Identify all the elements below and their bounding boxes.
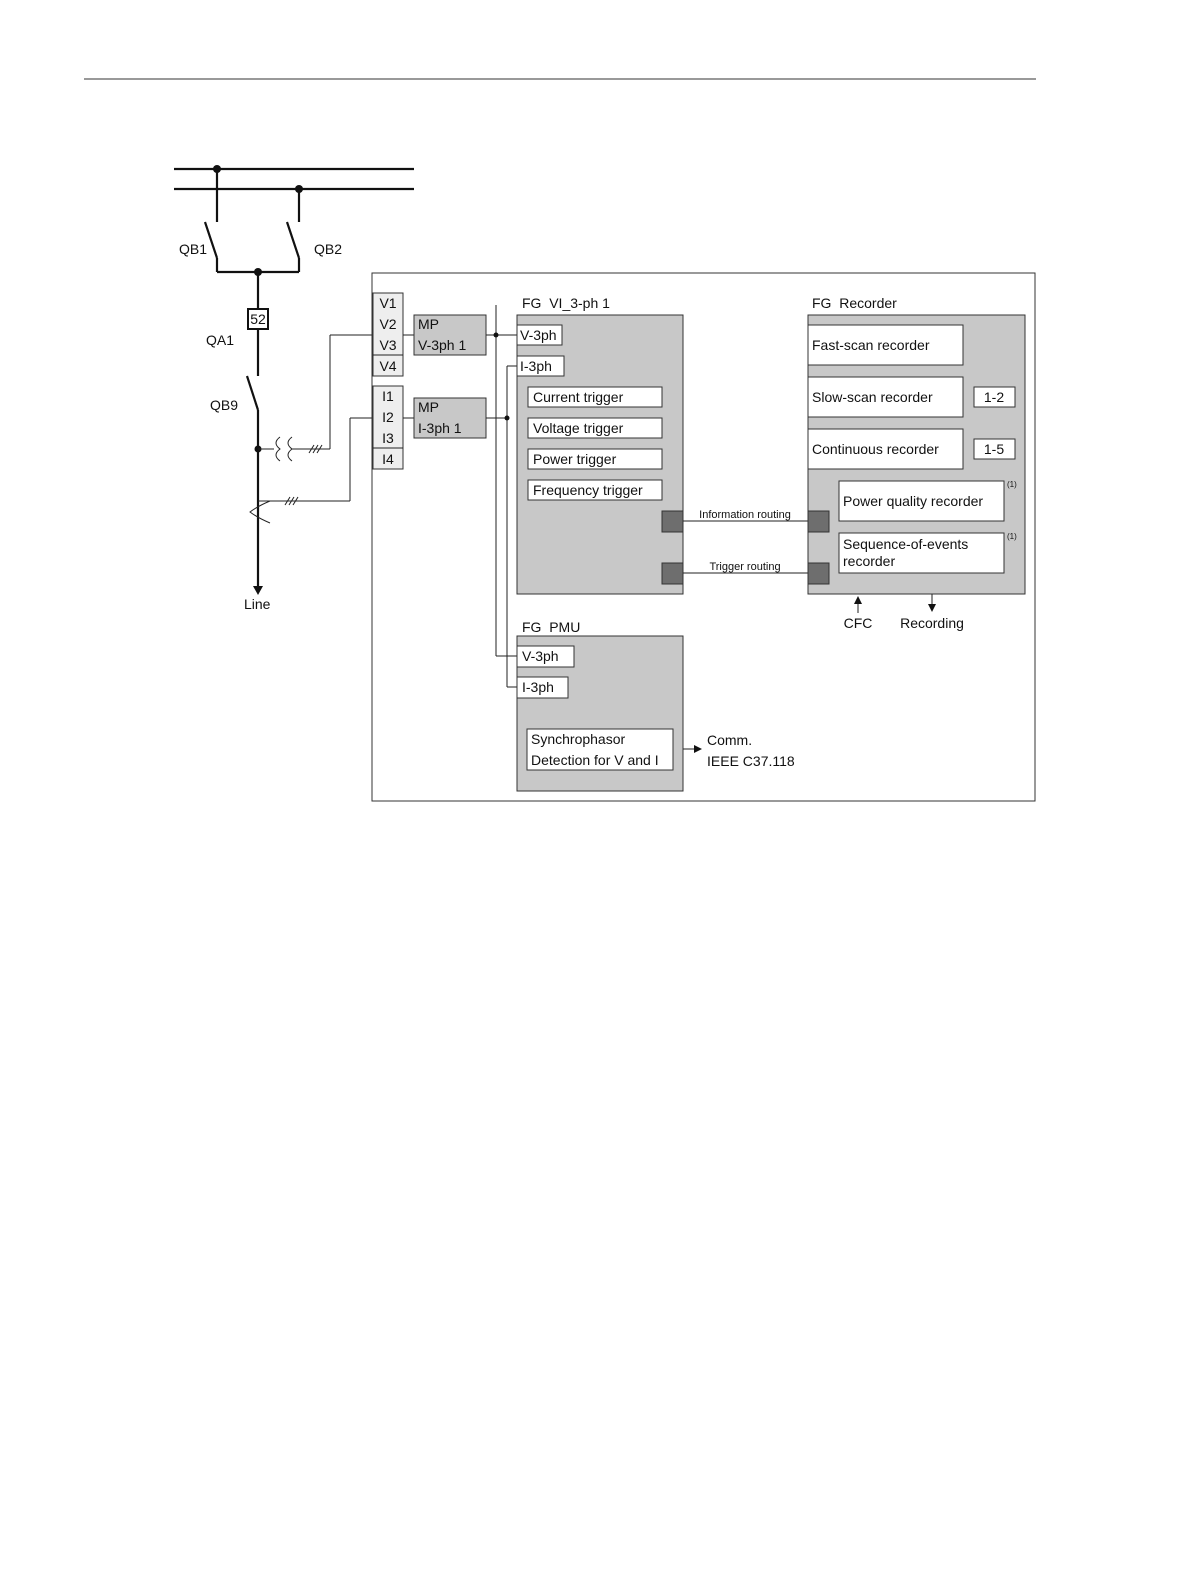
vt-primary-winding xyxy=(275,436,281,462)
pmu-i-input: I-3ph xyxy=(522,679,554,695)
qb1-switch-blade xyxy=(203,221,219,259)
qb9-switch-blade xyxy=(245,375,260,411)
information-routing-label: Information routing xyxy=(699,509,791,521)
vt-wire-hatch-2 xyxy=(312,444,319,454)
qb9-label: QB9 xyxy=(210,397,238,413)
fast-scan-recorder: Fast-scan recorder xyxy=(812,337,930,353)
fast-scan-box xyxy=(807,324,964,366)
frequency-trigger: Frequency trigger xyxy=(533,482,643,498)
fg-pmu-title: FG PMU xyxy=(522,619,580,635)
slow-scan-count: 1-2 xyxy=(984,389,1004,405)
continuous-recorder: Continuous recorder xyxy=(812,441,939,457)
voltage-trigger: Voltage trigger xyxy=(533,420,624,436)
terminal-i3: I3 xyxy=(382,430,394,446)
recorder-trigger-port xyxy=(807,562,830,585)
mp-voltage-box xyxy=(413,314,487,356)
fg-vi-information-port xyxy=(661,510,684,533)
power-quality-box xyxy=(838,480,1005,522)
mp-current-box xyxy=(413,397,487,439)
mp-current: MP I-3ph 1 xyxy=(413,397,487,439)
power-quality-recorder: Power quality recorder xyxy=(843,493,983,509)
breaker-number-label: 52 xyxy=(250,311,266,327)
terminal-i4: I4 xyxy=(382,451,394,467)
frequency-trigger-box xyxy=(527,479,663,501)
comm-line1: Comm. xyxy=(707,732,752,748)
qb2-switch-blade xyxy=(285,221,301,259)
fg-recorder-title: FG Recorder xyxy=(812,295,897,311)
current-terminal-block xyxy=(372,385,404,470)
pmu-i-input-box xyxy=(516,676,569,699)
fg-vi-v-input-box xyxy=(516,324,563,346)
fg-recorder: FG Recorder Fast-scan recorder Slow-scan… xyxy=(807,295,1026,631)
ct-wire-hatch-2 xyxy=(288,496,295,506)
function-group-wiring xyxy=(486,305,517,688)
soe-line2: recorder xyxy=(843,553,895,569)
terminal-v2: V2 xyxy=(379,316,396,332)
fg-pmu: FG PMU V-3ph I-3ph Synchrophasor Detecti… xyxy=(516,619,795,792)
voltage-terminal-block xyxy=(372,292,404,377)
fg-vi-title: FG VI_3-ph 1 xyxy=(522,295,610,311)
terminal-v1: V1 xyxy=(379,295,396,311)
mp-voltage: MP V-3ph 1 xyxy=(413,314,487,356)
soe-footnote: (1) xyxy=(1007,532,1017,541)
trigger-routing-label: Trigger routing xyxy=(709,561,780,573)
fg-vi-i-input-box xyxy=(516,355,565,377)
line-label: Line xyxy=(244,596,271,612)
recorder-information-port xyxy=(807,510,830,533)
slow-scan-box xyxy=(807,376,964,418)
ct-winding xyxy=(249,500,271,524)
voltage-junction xyxy=(493,332,499,338)
single-line-diagram: QB1 QB2 52 QA1 QB9 Line xyxy=(174,165,414,612)
mp-voltage-line1: MP xyxy=(418,316,439,332)
fg-vi-trigger-port xyxy=(661,562,684,585)
synchrophasor-line2: Detection for V and I xyxy=(531,752,659,768)
comm-line2: IEEE C37.118 xyxy=(707,753,795,769)
synchrophasor-box xyxy=(526,728,674,771)
recording-label: Recording xyxy=(900,615,964,631)
terminal-v3: V3 xyxy=(379,337,396,353)
cfc-label: CFC xyxy=(844,615,873,631)
power-quality-footnote: (1) xyxy=(1007,480,1017,489)
vt-secondary-winding xyxy=(287,436,293,462)
terminal-i2: I2 xyxy=(382,409,394,425)
qa1-label: QA1 xyxy=(206,332,234,348)
pmu-v-input-box xyxy=(516,645,575,668)
vt-wire-hatch-3 xyxy=(316,444,323,454)
mp-current-line2: I-3ph 1 xyxy=(418,420,462,436)
slow-scan-count-box xyxy=(973,386,1016,408)
current-trigger-box xyxy=(527,386,663,408)
qb1-label: QB1 xyxy=(179,241,207,257)
synchrophasor-line1: Synchrophasor xyxy=(531,731,626,747)
vt-wire-hatch-1 xyxy=(308,444,315,454)
fg-vi-3ph: FG VI_3-ph 1 V-3ph I-3ph Current trigger… xyxy=(516,295,684,595)
qb2-label: QB2 xyxy=(314,241,342,257)
ct-wire-hatch-1 xyxy=(284,496,291,506)
line-arrow-icon xyxy=(253,586,263,595)
current-trigger: Current trigger xyxy=(533,389,624,405)
fg-vi-v-input: V-3ph xyxy=(520,327,557,343)
current-junction xyxy=(504,415,510,421)
soe-line1: Sequence-of-events xyxy=(843,536,968,552)
power-trigger: Power trigger xyxy=(533,451,617,467)
slow-scan-recorder: Slow-scan recorder xyxy=(812,389,933,405)
terminal-i1: I1 xyxy=(382,388,394,404)
power-trigger-box xyxy=(527,448,663,470)
soe-box xyxy=(838,532,1005,574)
mp-voltage-line2: V-3ph 1 xyxy=(418,337,466,353)
continuous-count-box xyxy=(973,438,1016,460)
mp-current-line1: MP xyxy=(418,399,439,415)
voltage-terminals: V1 V2 V3 V4 xyxy=(372,292,404,377)
current-terminals: I1 I2 I3 I4 xyxy=(372,385,404,470)
continuous-count: 1-5 xyxy=(984,441,1004,457)
pmu-v-input: V-3ph xyxy=(522,648,559,664)
voltage-trigger-box xyxy=(527,417,663,439)
ct-wire-hatch-3 xyxy=(292,496,299,506)
terminal-v4: V4 xyxy=(379,358,396,374)
continuous-box xyxy=(807,428,964,470)
fg-vi-i-input: I-3ph xyxy=(520,358,552,374)
